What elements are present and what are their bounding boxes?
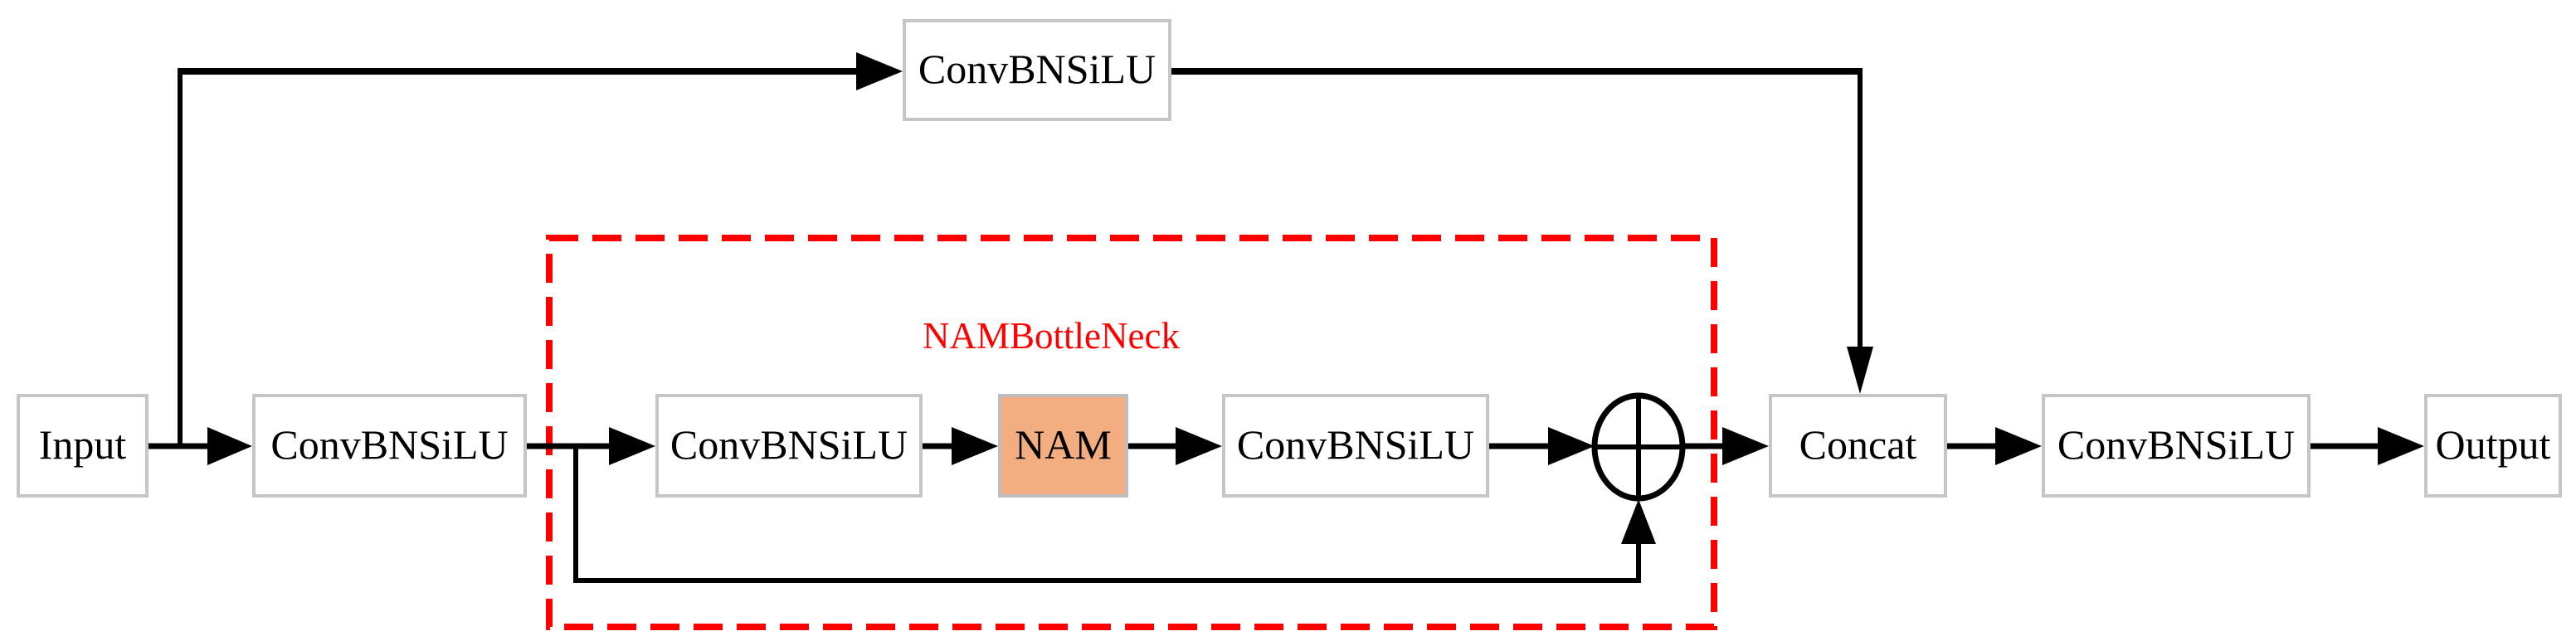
- node-output: Output: [2424, 394, 2562, 498]
- node-top-conv-label: ConvBNSiLU: [918, 45, 1157, 92]
- node-head-conv: ConvBNSiLU: [2042, 394, 2311, 498]
- node-bottleneck-conv-1: ConvBNSiLU: [655, 394, 923, 498]
- node-concat-label: Concat: [1799, 420, 1917, 468]
- arrowhead-into-concat-left: [1722, 427, 1769, 465]
- arrowhead-into-stem-conv: [207, 427, 252, 465]
- node-stem-conv: ConvBNSiLU: [252, 394, 527, 498]
- arrowhead-into-concat-top: [1847, 347, 1873, 394]
- arrowhead-into-add-bottom: [1621, 499, 1656, 544]
- arrowhead-into-bottleneck-conv-2: [1176, 427, 1222, 465]
- nambottleneck-group-label: NAMBottleNeck: [923, 315, 1180, 357]
- node-top-conv: ConvBNSiLU: [903, 19, 1171, 121]
- arrowhead-into-top-conv: [856, 52, 903, 90]
- node-head-conv-label: ConvBNSiLU: [2057, 420, 2296, 468]
- arrowhead-into-nam: [952, 427, 998, 465]
- arrowhead-into-output: [2378, 427, 2424, 465]
- node-input-label: Input: [38, 420, 127, 468]
- node-input: Input: [17, 394, 149, 498]
- nambottleneck-group-outline: [546, 235, 1717, 630]
- node-bottleneck-conv-2-label: ConvBNSiLU: [1236, 420, 1475, 468]
- arrowhead-into-add-left: [1548, 427, 1595, 465]
- skip-connection-line: [573, 446, 1641, 583]
- node-nam: NAM: [998, 394, 1128, 498]
- arrowhead-into-head-conv: [1995, 427, 2042, 465]
- node-output-label: Output: [2435, 420, 2551, 468]
- node-nam-label: NAM: [1015, 420, 1112, 468]
- node-bottleneck-conv-2: ConvBNSiLU: [1222, 394, 1489, 498]
- node-stem-conv-label: ConvBNSiLU: [270, 420, 509, 468]
- node-bottleneck-conv-1-label: ConvBNSiLU: [670, 420, 908, 468]
- node-concat: Concat: [1769, 394, 1947, 498]
- arrowhead-into-bottleneck-conv-1: [609, 427, 655, 465]
